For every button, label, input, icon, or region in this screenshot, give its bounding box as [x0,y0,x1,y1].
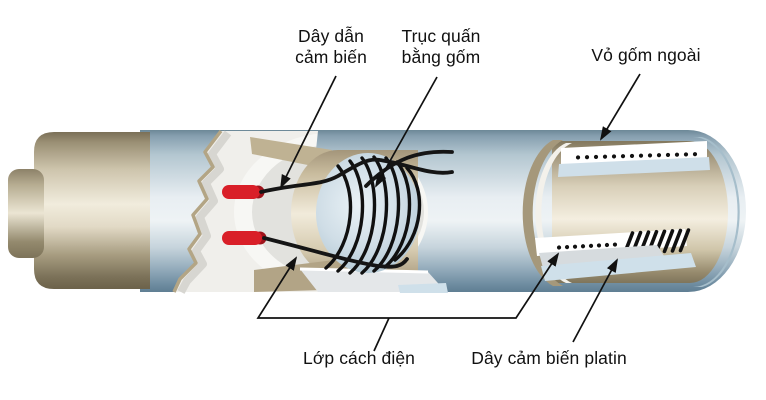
wire-upper-turn [364,149,454,188]
top-window-blue-strip [558,157,710,177]
arrow-insulation-left [256,256,389,319]
right-cutaway [522,137,740,287]
label-winding-core: Trục quấn bằng gốm [366,26,516,67]
torn-edge [172,129,223,293]
arrow-winding-core [375,76,438,188]
arrow-outer-shell [599,73,641,141]
wire-lower [262,236,409,269]
label-winding-core-line2: bằng gốm [401,46,481,67]
label-winding-core-line1: Trục quấn [401,26,481,46]
label-platinum-wire: Dây cảm biến platin [454,348,644,369]
label-outer-shell-text: Vỏ gốm ngoài [591,45,701,65]
arrow-insulation-stem [373,317,390,352]
cutaway-shadow [177,130,232,294]
end-stub [8,169,44,258]
label-insulation-text: Lớp cách điện [302,348,416,368]
arrow-insulation-right [389,252,560,319]
shell-cut-rim [522,140,563,286]
label-sensor-lead-wire: Dây dẫn cảm biến [256,26,406,67]
top-window-dots [575,152,698,160]
label-platinum-text: Dây cảm biến platin [471,348,627,368]
lead-wires [259,149,454,269]
wire-upper [259,157,454,194]
label-sensor-lead-line1: Dây dẫn [298,26,364,46]
bottom-window-gray-strip [539,245,666,268]
label-outer-shell: Vỏ gốm ngoài [566,45,726,66]
label-insulation-layer: Lớp cách điện [284,348,434,369]
arrow-sensor-lead [280,75,337,189]
end-cap [34,132,150,289]
lead-upper [222,185,260,199]
sensor-leads [222,185,267,245]
bottom-window-dots [556,242,618,250]
bottom-window-blue-strip [541,253,696,281]
under-coil-strips [254,260,448,293]
lead-lower [222,231,262,245]
leader-arrows [256,73,641,352]
arrow-platinum-wire [572,258,618,343]
label-sensor-lead-line2: cảm biến [295,46,367,67]
cut-rim-blue [398,283,448,293]
